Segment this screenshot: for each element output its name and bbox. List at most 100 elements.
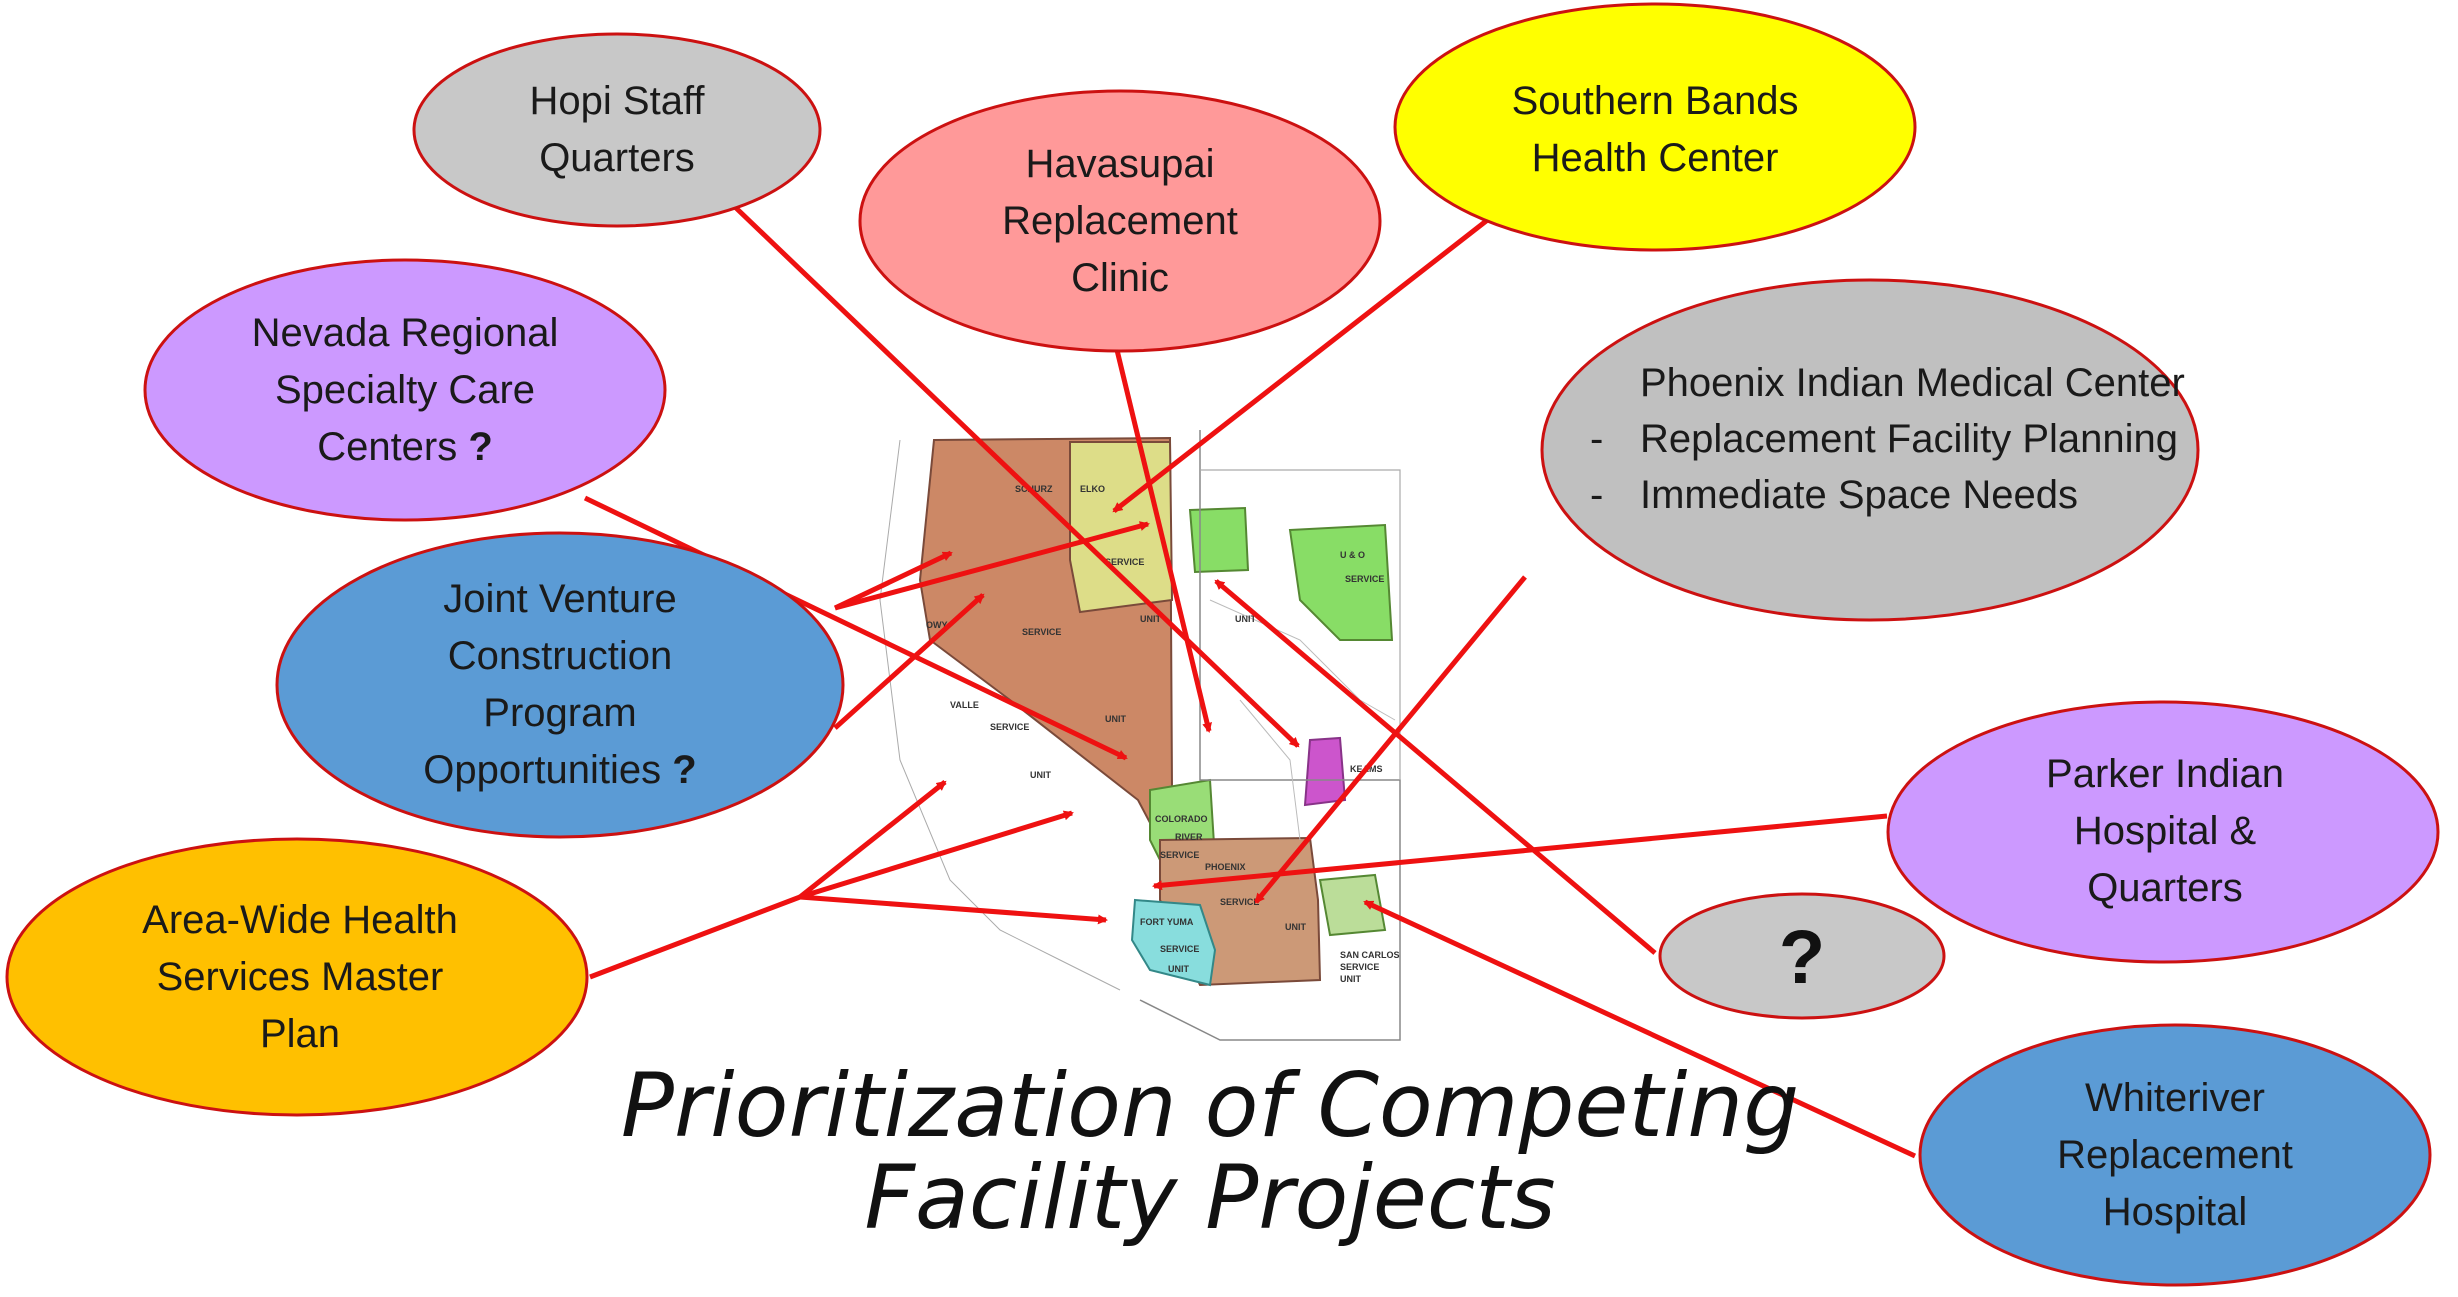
whiteriver-text: Whiteriver Replacement Hospital (1960, 1070, 2390, 1240)
phoenix-heading: Phoenix Indian Medical Center (1640, 361, 2185, 405)
joint-question-mark: ? (672, 748, 697, 792)
nevada-line2: Specialty Care (274, 367, 536, 412)
phoenix-item-1: Replacement Facility Planning (1640, 417, 2179, 461)
bubble-areawide-plan (5, 837, 589, 1117)
map-region-uao (1288, 523, 1394, 641)
southern-text: Southern Bands Health Center (1420, 70, 1890, 190)
bubble-havasupai-clinic (858, 89, 1382, 353)
map-region-fortyuma (1130, 898, 1217, 987)
havasupai-line2: Replacement (1002, 198, 1238, 243)
map-label-service: SERVICE (1160, 944, 1199, 954)
bubble-phoenix-medical (1540, 278, 2200, 622)
arrow-nevada (583, 495, 1128, 761)
nevada-text: Nevada Regional Specialty Care Centers ? (180, 305, 630, 475)
areawide-line1: Area-Wide Health (142, 897, 458, 942)
arrow-question (1214, 579, 1657, 955)
phoenix-dash-1: - (1590, 417, 1604, 461)
phoenix-text: Phoenix Indian Medical Center -Replaceme… (1530, 355, 2185, 523)
parker-line2: Hospital & (2073, 808, 2257, 853)
bubble-parker-hospital (1886, 700, 2440, 964)
nevada-line1: Nevada Regional (251, 310, 559, 355)
title-line2: Facility Projects (864, 1146, 1556, 1249)
arrow-joint-3 (833, 593, 985, 730)
map-label-service: SERVICE (1220, 897, 1259, 907)
arrow-areawide-1 (798, 780, 947, 899)
phoenix-item-2: Immediate Space Needs (1640, 473, 2079, 517)
map-label-fortyuma: FORT YUMA (1140, 917, 1194, 927)
whiteriver-line2: Replacement (2057, 1132, 2293, 1177)
arrow-phoenix (1254, 575, 1527, 904)
parker-line3: Quarters (2087, 865, 2243, 910)
map-label-river: RIVER (1175, 832, 1203, 842)
arrow-areawide-2 (799, 810, 1074, 900)
arrow-areawide-3 (799, 894, 1108, 925)
southern-line2: Health Center (1531, 136, 1779, 180)
joint-line3: Program (483, 691, 637, 735)
map-label-valley: VALLE (950, 700, 979, 710)
hopi-line1: Hopi Staff (529, 79, 705, 123)
map-label-unit: UNIT (1168, 964, 1189, 974)
service-area-map (879, 410, 1401, 1050)
phoenix-dash-2: - (1590, 473, 1604, 517)
areawide-line2: Services Master (156, 954, 444, 999)
whiteriver-line3: Hospital (2102, 1189, 2248, 1234)
title-line1: Prioritization of Competing (620, 1054, 1800, 1157)
areawide-line3: Plan (259, 1011, 341, 1056)
map-label-unit: UNIT (1285, 922, 1306, 932)
arrow-hopi (733, 205, 1300, 748)
map-label-owyhee: OWY (926, 620, 948, 630)
map-label-uao: U & O (1340, 550, 1365, 560)
nevada-question-mark: ? (468, 424, 493, 469)
map-region-uintah (1188, 506, 1250, 574)
whiteriver-line1: Whiteriver (2084, 1075, 2266, 1120)
arrow-areawide-4 (589, 894, 801, 980)
arrow-havasupai (1114, 349, 1212, 733)
map-label-elko: ELKO (1080, 484, 1105, 494)
havasupai-line3: Clinic (1071, 255, 1169, 300)
joint-line2: Construction (447, 634, 673, 678)
map-label-service: SERVICE (1160, 850, 1199, 860)
arrow-southern (1112, 216, 1492, 513)
joint-line4: Opportunities (423, 748, 662, 792)
bubble-nevada-regional (143, 258, 667, 522)
map-label-service: SERVICE (990, 722, 1029, 732)
map-border-lines (1139, 430, 1401, 1041)
map-label-unit: UNIT (1030, 770, 1051, 780)
arrow-joint-2 (834, 521, 1150, 611)
areawide-text: Area-Wide Health Services Master Plan (60, 892, 540, 1062)
arrow-joint-1 (833, 550, 953, 611)
map-region-elko (1069, 441, 1174, 614)
parker-text: Parker Indian Hospital & Quarters (1940, 746, 2390, 916)
arrow-parker (1152, 813, 1888, 891)
map-label-service: SERVICE (1022, 627, 1061, 637)
map-labels: SCHURZ ELKO SERVICE UNIT SERVICE OWY VAL… (926, 484, 1400, 984)
map-label-service: SERVICE (1340, 962, 1379, 972)
hopi-text: Hopi Staff Quarters (420, 70, 814, 190)
bubble-joint-venture (275, 531, 845, 839)
arrow-whiteriver (1363, 899, 1917, 1159)
map-label-service: SERVICE (1105, 557, 1144, 567)
bubble-whiteriver-hospital (1918, 1023, 2432, 1287)
question-bubble-text: ? (1778, 914, 1826, 1000)
southern-line1: Southern Bands (1511, 79, 1799, 123)
page-title: Prioritization of Competing Facility Pro… (430, 1060, 1990, 1244)
nevada-line3: Centers (317, 424, 458, 469)
parker-line1: Parker Indian (2046, 751, 2284, 796)
joint-text: Joint Venture Construction Program Oppor… (320, 570, 800, 800)
arrow-group (583, 205, 1917, 1159)
bubble-southern-bands (1393, 2, 1917, 252)
havasupai-text: Havasupai Replacement Clinic (900, 136, 1340, 306)
map-label-unit: UNIT (1140, 614, 1161, 624)
hopi-line2: Quarters (539, 136, 695, 180)
map-label-phoenix: PHOENIX (1205, 862, 1246, 872)
map-label-sancarlos: SAN CARLOS (1340, 950, 1400, 960)
map-label-colorado: COLORADO (1155, 814, 1208, 824)
map-label-unit: UNIT (1340, 974, 1361, 984)
map-label-unit: UNIT (1235, 614, 1256, 624)
bubble-question (1658, 892, 1946, 1020)
map-label-unit: UNIT (1105, 714, 1126, 724)
joint-line1: Joint Venture (443, 577, 677, 621)
map-label-service: SERVICE (1345, 574, 1384, 584)
havasupai-line1: Havasupai (1025, 141, 1215, 186)
